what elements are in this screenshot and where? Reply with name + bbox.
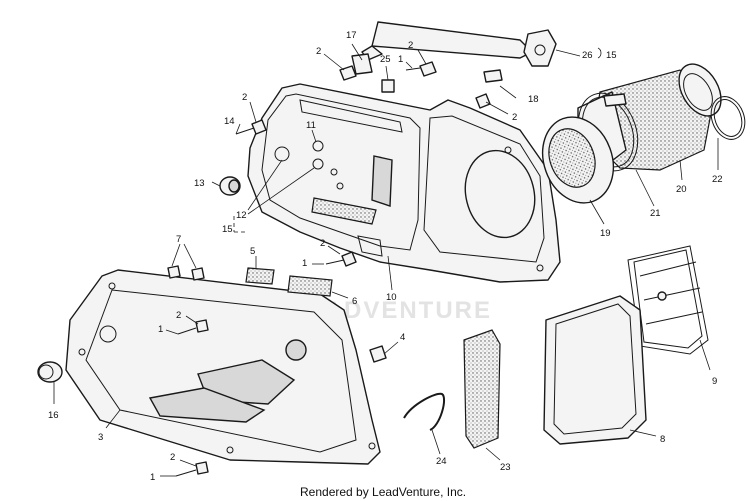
part-24-clip[interactable] — [403, 392, 446, 431]
part-3-cover[interactable] — [65, 269, 381, 465]
callout-2: 2 — [512, 112, 517, 123]
part-10-housing[interactable] — [247, 83, 561, 283]
callout-2: 2 — [242, 92, 247, 103]
callout-13: 13 — [194, 178, 205, 189]
callout-9: 9 — [712, 376, 717, 387]
leader-lines — [53, 43, 719, 477]
callout-7: 7 — [176, 234, 181, 245]
part-16-plug[interactable] — [37, 361, 63, 383]
callout-6: 6 — [352, 296, 357, 307]
callout-20: 20 — [676, 184, 687, 195]
part-19-collar[interactable] — [531, 107, 625, 213]
callout-14: 14 — [224, 116, 235, 127]
callout-labels: 17 2 2 1 25 26 15 18 2 2 14 11 13 12 15 … — [48, 30, 723, 483]
callout-15: 15 — [606, 50, 617, 61]
part-22-clamp[interactable] — [705, 92, 750, 144]
callout-19: 19 — [600, 228, 611, 239]
callout-10: 10 — [386, 292, 397, 303]
callout-2: 2 — [320, 238, 325, 249]
callout-16: 16 — [48, 410, 59, 421]
callout-2: 2 — [170, 452, 175, 463]
part-5-pad[interactable] — [245, 267, 275, 285]
part-13-grommet[interactable] — [219, 176, 241, 196]
part-26-bracket[interactable] — [361, 21, 557, 67]
callout-12: 12 — [236, 210, 247, 221]
callout-1: 1 — [150, 472, 155, 483]
part-6-pad[interactable] — [287, 275, 333, 297]
callout-3: 3 — [98, 432, 103, 443]
callout-24: 24 — [436, 456, 447, 467]
part-20-intake-hose[interactable] — [577, 57, 730, 171]
callout-2: 2 — [408, 40, 413, 51]
callout-8: 8 — [660, 434, 665, 445]
callout-1: 1 — [158, 324, 163, 335]
callout-25: 25 — [380, 54, 391, 65]
callout-2: 2 — [176, 310, 181, 321]
part-8-filter-element[interactable] — [543, 295, 647, 445]
callout-11: 11 — [306, 120, 316, 131]
part-23-pre-filter[interactable] — [463, 329, 501, 449]
callout-15: 15 — [222, 224, 233, 235]
callout-1: 1 — [398, 54, 403, 65]
callout-2: 2 — [316, 46, 321, 57]
callout-4: 4 — [400, 332, 405, 343]
callout-17: 17 — [346, 30, 357, 41]
footer-credit: Rendered by LeadVenture, Inc. — [300, 485, 466, 499]
callout-26: 26 — [582, 50, 593, 61]
callout-1: 1 — [302, 258, 307, 269]
callout-23: 23 — [500, 462, 511, 473]
hardware-lower[interactable] — [167, 265, 387, 477]
callout-5: 5 — [250, 246, 255, 257]
callout-21: 21 — [650, 208, 661, 219]
callout-18: 18 — [528, 94, 539, 105]
callout-22: 22 — [712, 174, 723, 185]
